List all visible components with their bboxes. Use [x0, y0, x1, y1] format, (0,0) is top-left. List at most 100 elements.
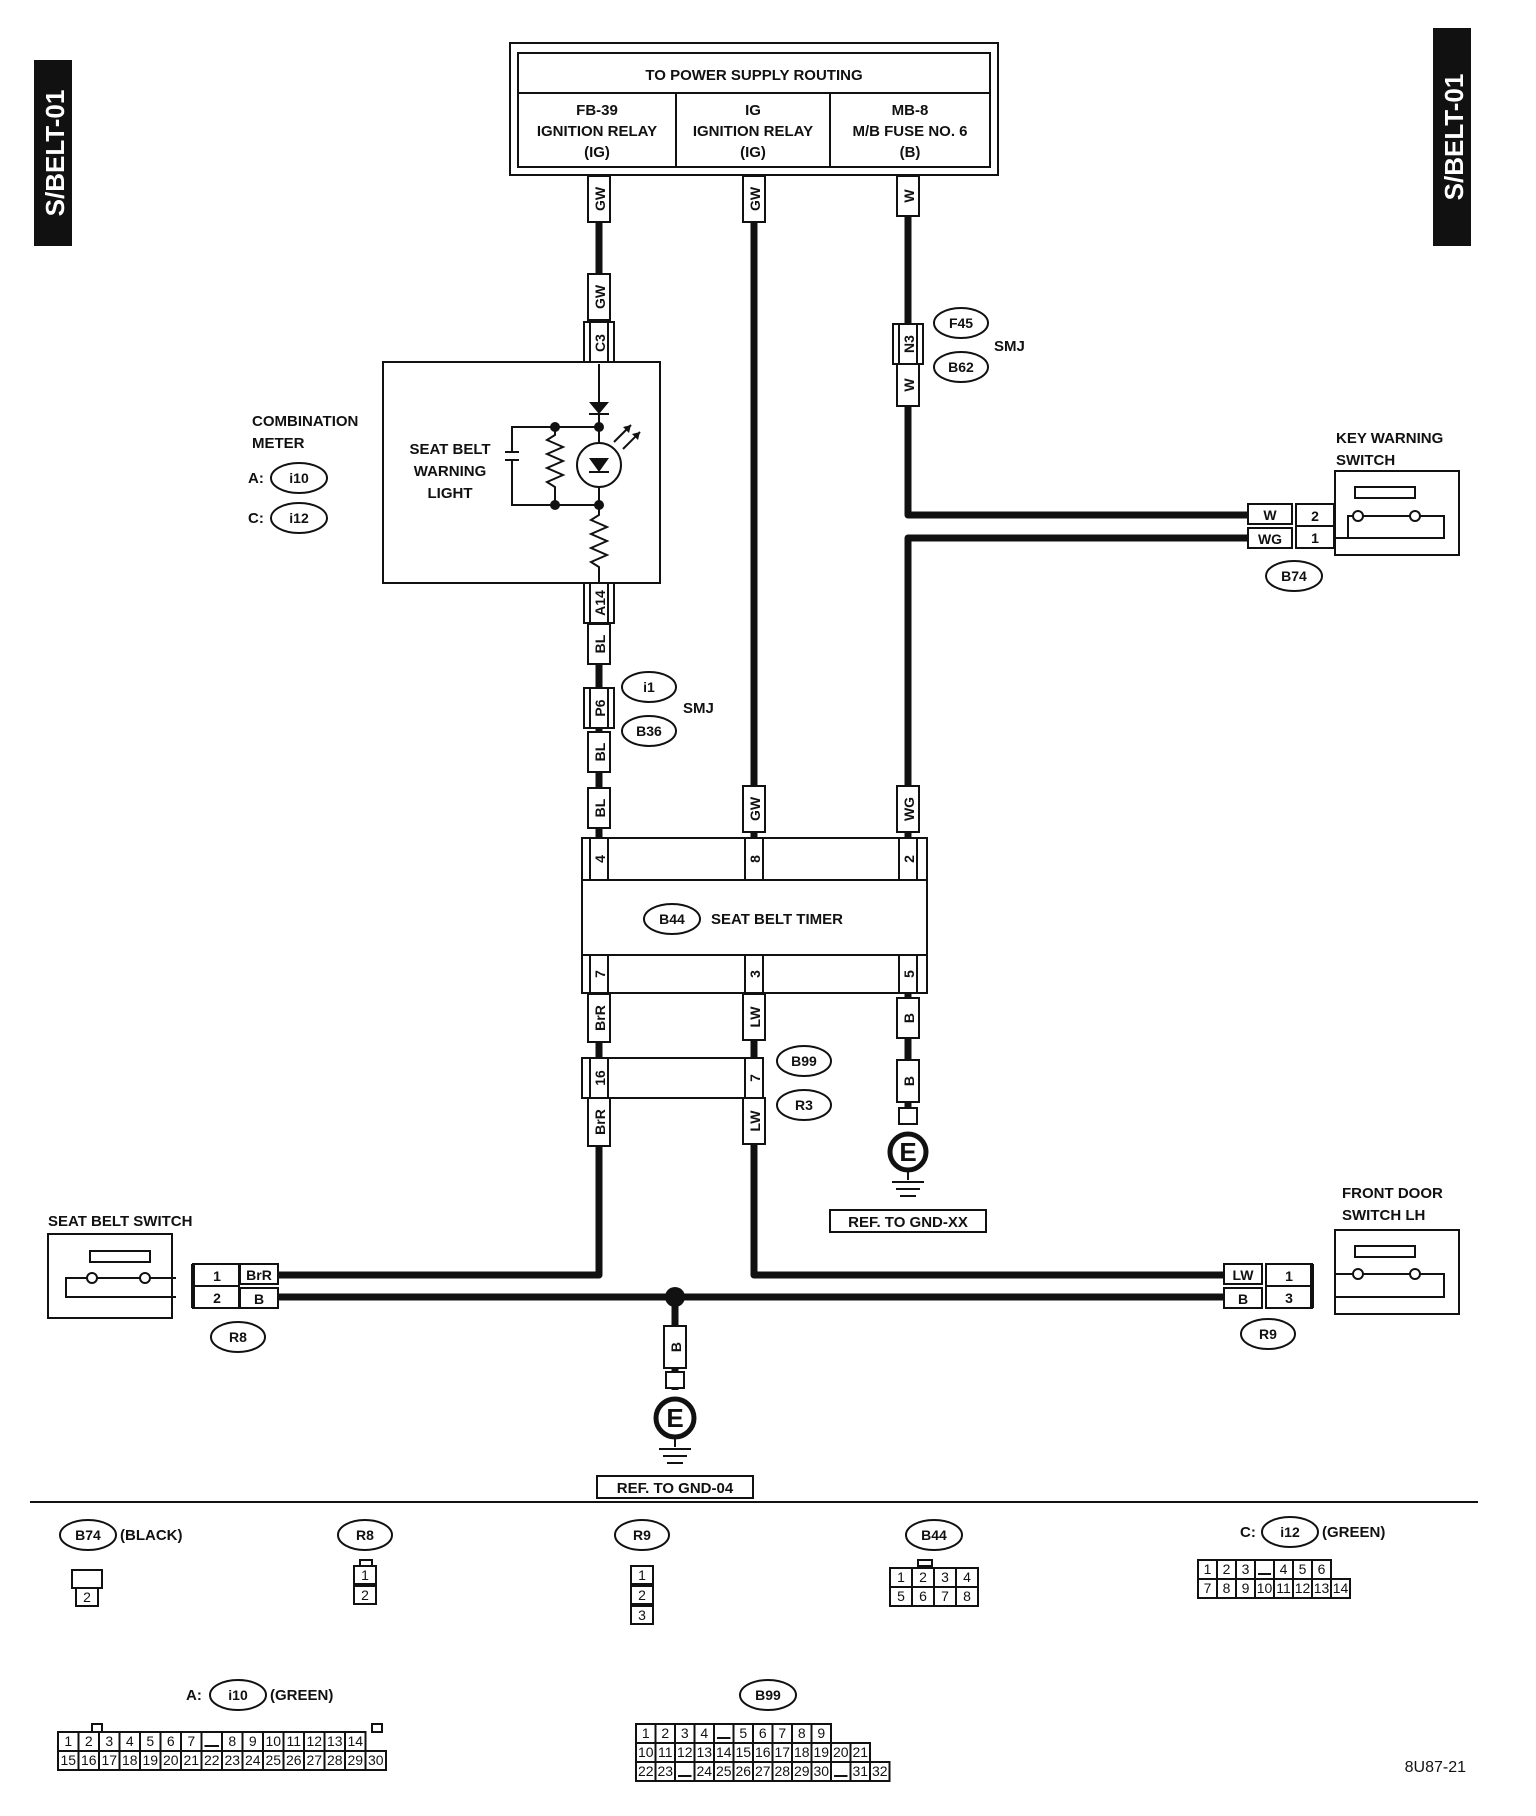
svg-text:W: W — [901, 378, 917, 392]
seat-belt-switch-wire-b: B — [254, 1291, 264, 1307]
legend-pin-label: 32 — [872, 1763, 888, 1779]
svg-text:BL: BL — [592, 798, 608, 817]
legend-pin-label: 6 — [1318, 1561, 1326, 1577]
legend-pin-label: 6 — [919, 1588, 927, 1604]
legend-r9: R9 1 2 3 — [614, 1519, 670, 1625]
legend-pin-label: 4 — [700, 1725, 708, 1741]
legend-pin-label: 4 — [963, 1569, 971, 1585]
wire-tag-gw-4: GW — [742, 785, 766, 833]
legend-pin-cell — [830, 1761, 852, 1782]
ref-gnd-xx-label: REF. TO GND-XX — [848, 1214, 968, 1231]
legend-pin-label: 5 — [739, 1725, 747, 1741]
legend-pin-label: 18 — [122, 1752, 138, 1768]
warning-light-circuit — [505, 364, 641, 583]
ground-symbol-xx: E — [899, 1137, 916, 1167]
power-col-2-line-3: (IG) — [740, 144, 766, 161]
seat-belt-warning-light-label-2: WARNING — [414, 463, 487, 480]
svg-text:3: 3 — [638, 1607, 646, 1623]
svg-text:2: 2 — [83, 1589, 91, 1605]
legend-r8: R8 1 2 — [337, 1519, 393, 1605]
svg-text:i10: i10 — [228, 1687, 248, 1703]
legend-pin-cell — [869, 1761, 891, 1782]
svg-text:1: 1 — [361, 1567, 369, 1583]
legend-pin-label: 28 — [774, 1763, 790, 1779]
svg-text:A:: A: — [186, 1687, 202, 1704]
legend-pin-label: 5 — [1299, 1561, 1307, 1577]
legend-pin-label: 30 — [813, 1763, 829, 1779]
timer-pin-8: 8 — [747, 855, 763, 863]
timer-pin-3: 3 — [747, 970, 763, 978]
figure-code: 8U87-21 — [1405, 1759, 1466, 1776]
power-col-3-line-2: M/B FUSE NO. 6 — [852, 123, 967, 140]
connector-r3-label: R3 — [795, 1097, 813, 1113]
legend-pin-label: 10 — [265, 1733, 281, 1749]
wire-lw-to-front-door-switch — [750, 965, 1230, 1279]
svg-text:B: B — [901, 1076, 917, 1086]
legend-pin-label: 22 — [638, 1763, 654, 1779]
wire-tag-lw-2: LW — [742, 1097, 766, 1145]
legend-pin-label: 20 — [833, 1744, 849, 1760]
legend-pin-label: 5 — [897, 1588, 905, 1604]
wire-tag-w-2: W — [896, 363, 920, 407]
svg-text:B44: B44 — [921, 1527, 947, 1543]
legend-pin-label: 24 — [696, 1763, 712, 1779]
legend-pin-label: 27 — [306, 1752, 322, 1768]
legend-pin-cell — [955, 1586, 979, 1607]
legend-pin-label: 20 — [163, 1752, 179, 1768]
power-col-1-line-3: (IG) — [584, 144, 610, 161]
svg-text:GW: GW — [592, 284, 608, 309]
legend-pin-label: 3 — [1242, 1561, 1250, 1577]
connector-i1-label: i1 — [643, 679, 655, 695]
legend-pin-label: 8 — [963, 1588, 971, 1604]
legend-pin-label: 26 — [286, 1752, 302, 1768]
legend-pin-label: 7 — [778, 1725, 786, 1741]
legend-pin-label: 1 — [897, 1569, 905, 1585]
seat-belt-switch-pin-1: 1 — [213, 1268, 221, 1284]
svg-text:LW: LW — [747, 1110, 763, 1132]
power-supply-routing-box: TO POWER SUPPLY ROUTING FB-39 IGNITION R… — [509, 42, 999, 176]
svg-text:BL: BL — [592, 634, 608, 653]
legend-pin-label: 24 — [245, 1752, 261, 1768]
front-door-switch-lh: FRONT DOOR SWITCH LH 1 3 LW B R9 — [1223, 1185, 1460, 1350]
ground-gnd-04: E REF. TO GND-04 — [596, 1371, 754, 1499]
legend-b74: B74 (BLACK) 2 — [59, 1519, 182, 1607]
svg-text:1: 1 — [638, 1567, 646, 1583]
legend-pin-label: 13 — [327, 1733, 343, 1749]
wire-tag-b-3: B — [663, 1325, 687, 1369]
legend-pin-cell — [1254, 1559, 1275, 1580]
ground-symbol-04: E — [666, 1403, 683, 1433]
side-tag-right: S/BELT-01 — [1433, 28, 1471, 246]
legend-pin-label: 7 — [941, 1588, 949, 1604]
svg-text:LW: LW — [747, 1006, 763, 1028]
svg-text:B: B — [901, 1013, 917, 1023]
timer-pin-5: 5 — [901, 970, 917, 978]
power-col-2-line-2: IGNITION RELAY — [693, 123, 813, 140]
key-switch-pin-1: 1 — [1311, 530, 1319, 546]
legend-pin-label: 3 — [941, 1569, 949, 1585]
svg-text:A14: A14 — [592, 590, 608, 616]
key-switch-wire-wg: WG — [1258, 531, 1282, 547]
seat-belt-switch-label: SEAT BELT SWITCH — [48, 1213, 192, 1230]
power-col-1-line-2: IGNITION RELAY — [537, 123, 657, 140]
svg-text:METER: METER — [252, 435, 305, 452]
timer-pin-4: 4 — [592, 855, 608, 863]
legend-pin-label: 15 — [735, 1744, 751, 1760]
legend-pin-label: 29 — [347, 1752, 363, 1768]
svg-text:B: B — [668, 1342, 684, 1352]
legend-pin-label: 15 — [60, 1752, 76, 1768]
key-warning-switch-label-2: SWITCH — [1336, 452, 1395, 469]
connector-n3: N3 — [892, 323, 924, 365]
connector-i10-label: i10 — [289, 470, 309, 486]
wire-tag-bl-3: BL — [587, 787, 611, 829]
legend-pin-label: 6 — [167, 1733, 175, 1749]
door-switch-wire-b: B — [1238, 1291, 1248, 1307]
junction-pin-7: 7 — [747, 1074, 763, 1082]
key-warning-switch-label-1: KEY WARNING — [1336, 430, 1443, 447]
power-col-3-line-3: (B) — [900, 144, 921, 161]
seat-belt-warning-light-label-3: LIGHT — [428, 485, 473, 502]
legend-pin-cell — [674, 1761, 696, 1782]
legend-pin-label: 14 — [1333, 1580, 1349, 1596]
legend-pin-label: 19 — [142, 1752, 158, 1768]
